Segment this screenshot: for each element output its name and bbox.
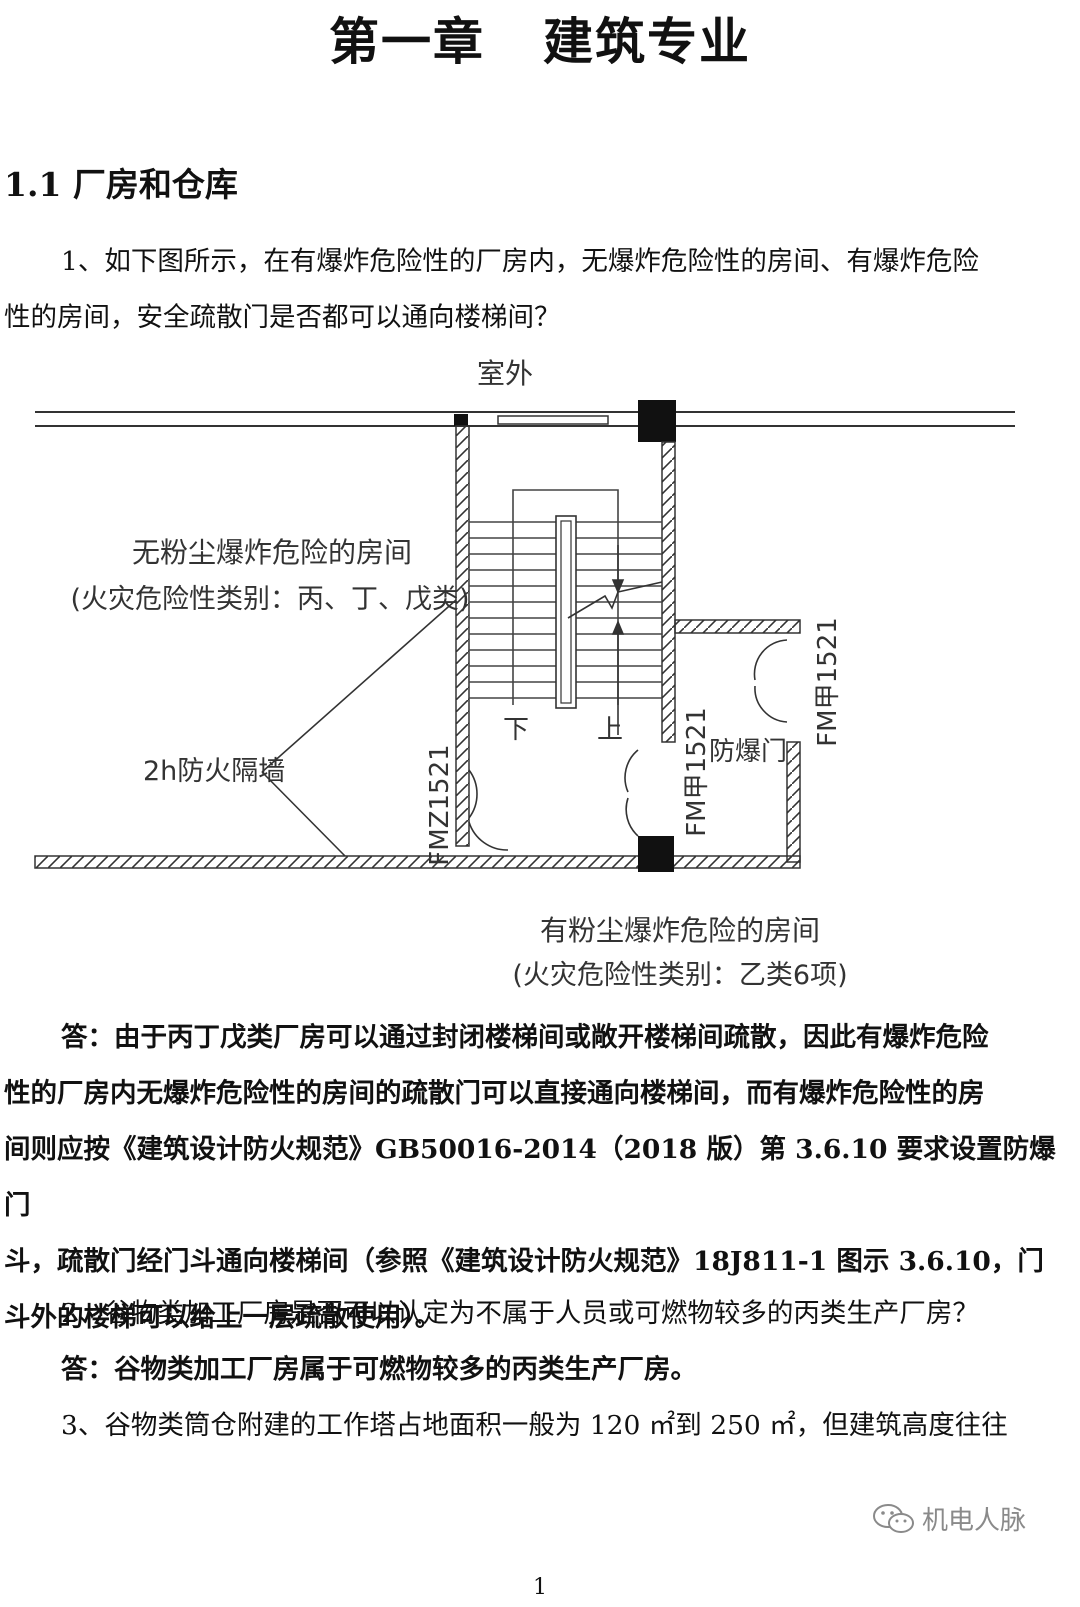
stairwell-plan-diagram: 室外 无粉尘爆炸危险的房间 (火灾危险性类别：丙、丁、戊类) 2h防火隔墙 下 … — [34, 357, 1015, 991]
answer-1-line-4: 斗，疏散门经门斗通向楼梯间（参照《建筑设计防火规范》18J811-1 图示 3.… — [4, 1246, 1044, 1277]
question-2-text: 2、谷物类加工厂房是否可以认定为不属于人员或可燃物较多的丙类生产厂房？ — [61, 1298, 979, 1329]
door-code-fm-a1: FM甲1521 — [682, 707, 712, 837]
door-code-fm-a2: FM甲1521 — [813, 617, 843, 747]
vestibule-wall-right — [786, 741, 801, 863]
firewall-label: 2h防火隔墙 — [143, 756, 285, 787]
answer-2: 答：谷物类加工厂房属于可燃物较多的丙类生产厂房。 — [4, 1342, 1074, 1398]
door-fm-a1-swing — [624, 749, 639, 837]
outdoor-boundary-line — [35, 411, 1015, 427]
stair-wall-left — [455, 425, 470, 847]
chapter-title: 第一章建筑专业 — [0, 2, 1080, 74]
question-1-line-1: 1、如下图所示，在有爆炸危险性的厂房内，无爆炸危险性的房间、有爆炸危险 — [61, 246, 979, 277]
no-dust-room-hazard-class: (火灾危险性类别：丙、丁、戊类) — [70, 584, 469, 615]
question-1: 1、如下图所示，在有爆炸危险性的厂房内，无爆炸危险性的房间、有爆炸危险 性的房间… — [4, 234, 1074, 346]
stair-wall-right — [661, 441, 676, 743]
answer-1-line-3: 间则应按《建筑设计防火规范》GB50016-2014（2018 版）第 3.6.… — [4, 1134, 1056, 1221]
answer-1-line-5: 斗外的楼梯可以给上一层疏散使用）。 — [4, 1302, 442, 1333]
stair-up-label: 上 — [597, 715, 623, 745]
answer-1-line-1: 答：由于丙丁戊类厂房可以通过封闭楼梯间或敞开楼梯间疏散，因此有爆炸危险 — [61, 1022, 989, 1053]
stair-landing-line — [512, 489, 619, 705]
page-number: 1 — [533, 1575, 547, 1600]
window-symbol — [497, 415, 609, 425]
answer-1-line-2: 性的厂房内无爆炸危险性的房间的疏散门可以直接通向楼梯间，而有爆炸危险性的房 — [4, 1078, 985, 1109]
chapter-number: 第一章 — [329, 12, 485, 71]
watermark-text: 机电人脉 — [921, 1506, 1026, 1536]
door-code-fm-b: FMZ1521 — [425, 744, 455, 865]
answer-1: 答：由于丙丁戊类厂房可以通过封闭楼梯间或敞开楼梯间疏散，因此有爆炸危险 性的厂房… — [4, 1010, 1074, 1346]
no-dust-room-label: 无粉尘爆炸危险的房间 — [132, 536, 412, 569]
door-fm-a2-swing — [753, 639, 788, 723]
stair-down-label: 下 — [503, 715, 529, 745]
watermark: 机电人脉 — [872, 1500, 1026, 1537]
chapter-name: 建筑专业 — [543, 12, 751, 71]
vestibule-wall-top — [674, 619, 801, 634]
stair-handrail-well — [555, 515, 577, 709]
door-fm-b-swing — [468, 769, 509, 851]
column-top — [638, 400, 676, 442]
question-1-line-2: 性的房间，安全疏散门是否都可以通向楼梯间？ — [4, 302, 561, 333]
floor-wall — [34, 855, 801, 869]
outdoor-label: 室外 — [477, 357, 533, 390]
stair-direction-arrows — [611, 545, 625, 735]
wechat-icon — [872, 1503, 914, 1533]
question-2: 2、谷物类加工厂房是否可以认定为不属于人员或可燃物较多的丙类生产厂房？ — [4, 1286, 1074, 1342]
question-3-text: 3、谷物类筒仓附建的工作塔占地面积一般为 120 ㎡到 250 ㎡，但建筑高度往… — [61, 1410, 1008, 1441]
column-bottom — [638, 836, 674, 872]
stair-break-line — [567, 581, 663, 619]
firewall-leader-upper — [261, 599, 457, 773]
dust-room-hazard-class: (火灾危险性类别：乙类6项) — [512, 960, 847, 991]
dust-room-label: 有粉尘爆炸危险的房间 — [540, 914, 820, 947]
section-title: 1.1 厂房和仓库 — [4, 165, 238, 204]
firewall-leader-lower — [261, 771, 346, 857]
blast-door-label: 防爆门 — [709, 737, 787, 767]
answer-2-text: 答：谷物类加工厂房属于可燃物较多的丙类生产厂房。 — [61, 1354, 697, 1385]
column-small — [454, 414, 468, 426]
question-3: 3、谷物类筒仓附建的工作塔占地面积一般为 120 ㎡到 250 ㎡，但建筑高度往… — [4, 1398, 1074, 1454]
